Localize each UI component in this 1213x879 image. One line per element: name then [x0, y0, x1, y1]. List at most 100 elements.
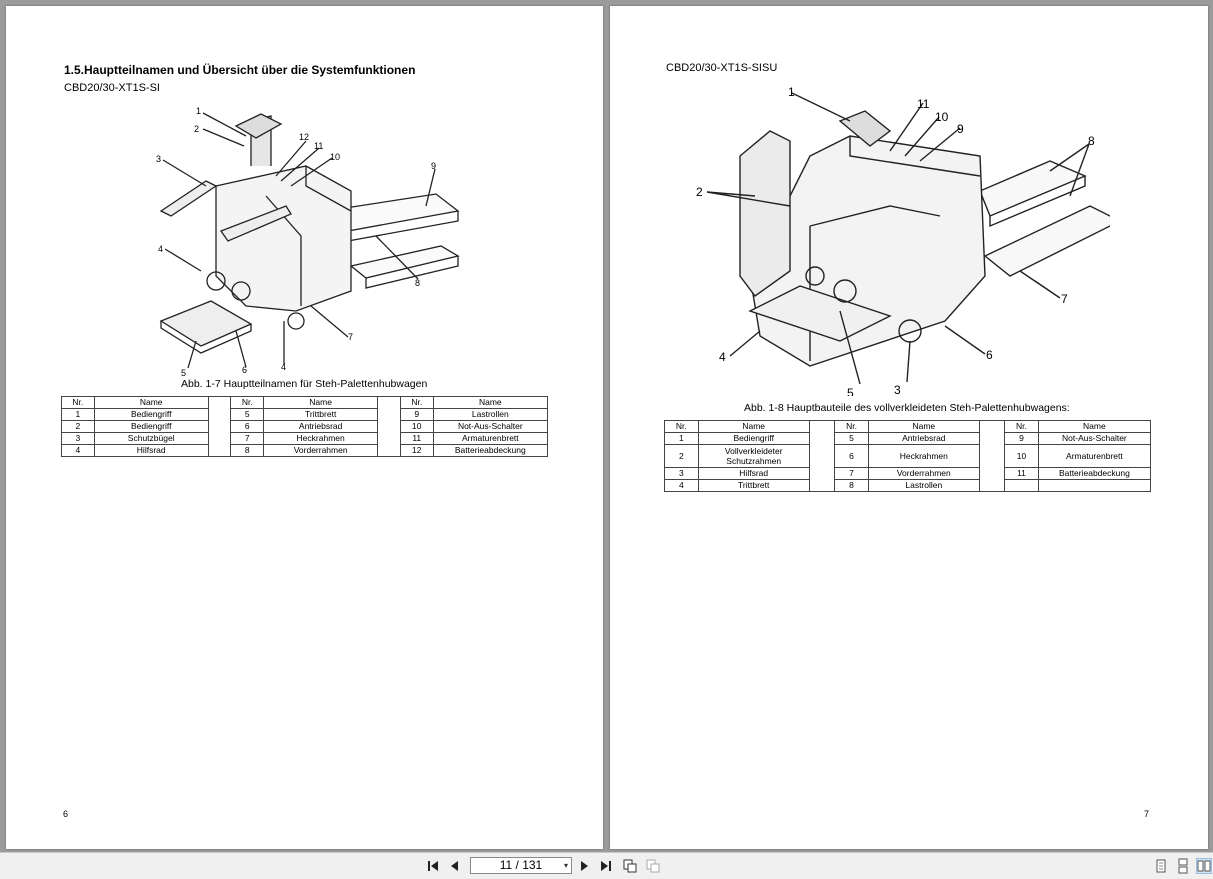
table-cell: 9 [399, 408, 434, 421]
table-header: Name [1037, 420, 1152, 433]
table-cell: 7 [230, 432, 265, 445]
table-header: Name [867, 420, 980, 433]
table-cell: 9 [1004, 432, 1039, 445]
callout-8: 8 [415, 278, 420, 288]
callout-9: 9 [431, 161, 436, 171]
callout-8: 8 [1088, 134, 1095, 148]
table-cell: Batterieabdeckung [1037, 467, 1152, 480]
table-cell: Heckrahmen [263, 432, 379, 445]
table-cell: 6 [230, 420, 265, 433]
two-page-icon[interactable] [1196, 858, 1212, 874]
table-row: 1 Bediengriff 5 Trittbrett 9 Lastrollen [61, 408, 549, 421]
table-cell: Bediengriff [93, 420, 209, 433]
table-cell: 4 [664, 479, 699, 492]
table-row: 2 Vollverkleideter Schutzrahmen 6 Heckra… [664, 444, 1152, 468]
table-cell: 3 [664, 467, 699, 480]
model-label: CBD20/30-XT1S-SI [64, 82, 160, 94]
table-cell: 11 [399, 432, 434, 445]
callout-7: 7 [348, 332, 353, 342]
section-heading: 1.5.Hauptteilnamen und Übersicht über di… [64, 63, 416, 77]
table-header: Nr. [230, 396, 265, 409]
copy-icon[interactable] [622, 858, 638, 874]
table-cell: 5 [230, 408, 265, 421]
callout-6: 6 [242, 365, 247, 375]
table-cell: 1 [61, 408, 95, 421]
left-page: 1.5.Hauptteilnamen und Übersicht über di… [6, 6, 603, 849]
callout-2: 2 [696, 185, 703, 199]
page-number: 7 [1144, 809, 1150, 819]
figure-caption: Abb. 1-7 Hauptteilnamen für Steh-Palette… [181, 378, 428, 390]
table-cell: 7 [834, 467, 869, 480]
first-page-icon[interactable] [425, 858, 441, 874]
table-cell: 4 [61, 444, 95, 457]
page-number-field[interactable]: 11 / 131 ▾ [470, 857, 572, 874]
table-cell: 2 [61, 420, 95, 433]
last-page-icon[interactable] [598, 858, 614, 874]
page-number: 6 [63, 809, 69, 819]
full-cover-pallet-truck-figure: 1 11 10 9 8 2 7 6 4 5 3 [696, 85, 1110, 396]
callout-3: 3 [894, 383, 901, 396]
model-label: CBD20/30-XT1S-SISU [666, 62, 778, 74]
figure-caption: Abb. 1-8 Hauptbauteile des vollverkleide… [744, 402, 1070, 414]
viewer-toolbar: 11 / 131 ▾ [0, 852, 1213, 879]
right-page: CBD20/30-XT1S-SISU 1 11 10 [610, 6, 1208, 849]
chevron-down-icon[interactable]: ▾ [563, 861, 568, 870]
table-row: 4 Hilfsrad 8 Vorderrahmen 12 Batterieabd… [61, 444, 549, 457]
table-row: 2 Bediengriff 6 Antriebsrad 10 Not-Aus-S… [61, 420, 549, 433]
continuous-icon[interactable] [1175, 858, 1191, 874]
table-cell: Heckrahmen [867, 444, 980, 468]
table-cell: 1 [664, 432, 699, 445]
callout-1: 1 [196, 106, 201, 116]
callout-2: 2 [194, 124, 199, 134]
table-row: 3 Hilfsrad 7 Vorderrahmen 11 Batterieabd… [664, 467, 1152, 480]
table-header-row: Nr. Name Nr. Name Nr. Name [664, 420, 1152, 492]
table-cell: 10 [1004, 444, 1039, 468]
table-header: Nr. [1004, 420, 1039, 433]
table-cell: Schutzbügel [93, 432, 209, 445]
page-indicator: 11 / 131 [499, 858, 543, 872]
table-cell: Vorderrahmen [263, 444, 379, 457]
table-cell: Not-Aus-Schalter [1037, 432, 1152, 445]
table-cell: Bediengriff [697, 432, 810, 445]
table-cell: Armaturenbrett [1037, 444, 1152, 468]
next-page-icon[interactable] [576, 858, 592, 874]
callout-4: 4 [719, 350, 726, 364]
table-row: 3 Schutzbügel 7 Heckrahmen 11 Armaturenb… [61, 432, 549, 445]
callout-9: 9 [957, 122, 964, 136]
table-cell [1037, 479, 1152, 492]
parts-table: Nr. Name Nr. Name Nr. Name 1 Bediengriff… [61, 396, 549, 457]
table-cell: Lastrollen [432, 408, 549, 421]
table-cell: 12 [399, 444, 434, 457]
table-cell: 8 [834, 479, 869, 492]
table-cell: Hilfsrad [697, 467, 810, 480]
prev-page-icon[interactable] [447, 858, 463, 874]
table-cell: Not-Aus-Schalter [432, 420, 549, 433]
table-header: Nr. [834, 420, 869, 433]
table-cell: 8 [230, 444, 265, 457]
table-cell: 2 [664, 444, 699, 468]
table-cell: 3 [61, 432, 95, 445]
table-cell: Antriebsrad [263, 420, 379, 433]
callout-4b: 4 [281, 362, 286, 372]
table-cell: Armaturenbrett [432, 432, 549, 445]
table-cell: Vollverkleideter Schutzrahmen [697, 444, 810, 468]
callout-10: 10 [935, 110, 949, 124]
table-cell: 5 [834, 432, 869, 445]
callout-5: 5 [181, 368, 186, 376]
table-header: Nr. [664, 420, 699, 433]
table-header: Name [432, 396, 549, 409]
table-cell: Vorderrahmen [867, 467, 980, 480]
table-cell: 11 [1004, 467, 1039, 480]
table-header: Name [263, 396, 379, 409]
table-header: Name [93, 396, 209, 409]
single-page-icon[interactable] [1153, 858, 1169, 874]
callout-11: 11 [917, 97, 930, 111]
table-cell: Hilfsrad [93, 444, 209, 457]
paste-icon[interactable] [645, 858, 661, 874]
table-spacer [377, 396, 401, 457]
table-cell: Trittbrett [263, 408, 379, 421]
callout-5: 5 [847, 386, 854, 396]
callout-7: 7 [1061, 292, 1068, 306]
table-cell [1004, 479, 1039, 492]
callout-12: 12 [299, 132, 309, 142]
